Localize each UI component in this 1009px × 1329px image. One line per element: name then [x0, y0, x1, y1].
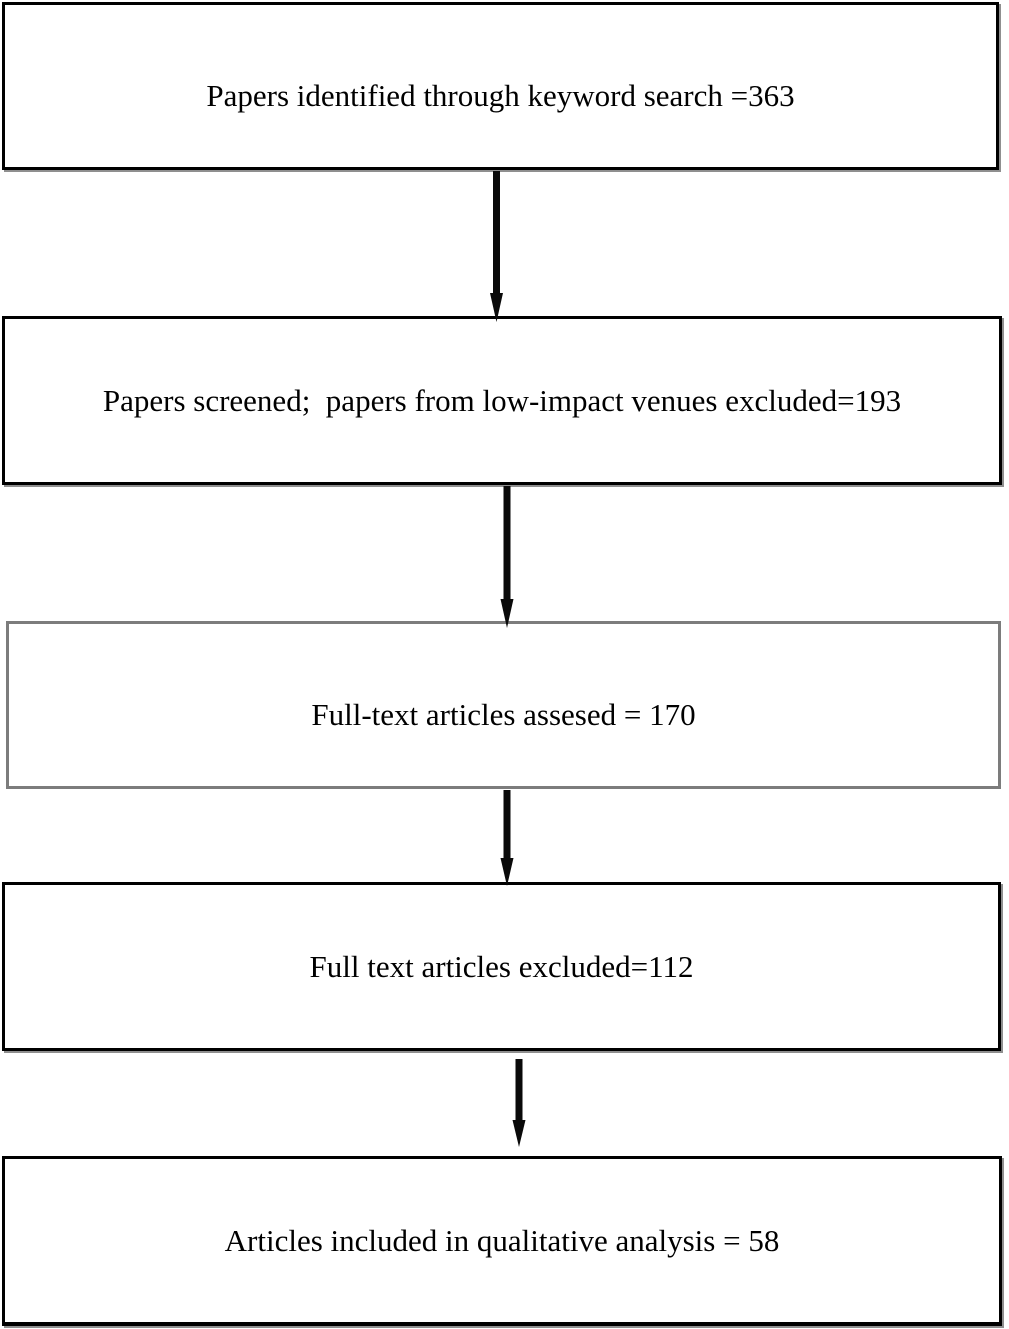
- down-arrow-icon: [500, 486, 514, 628]
- flow-box-identified-label: Papers identified through keyword search…: [206, 78, 795, 114]
- flow-box-included: Articles included in qualitative analysi…: [2, 1156, 1002, 1326]
- flow-box-assessed: Full-text articles assesed = 170: [6, 621, 1001, 789]
- flow-box-included-label: Articles included in qualitative analysi…: [224, 1222, 780, 1258]
- down-arrow-icon: [500, 790, 514, 886]
- flow-box-excluded: Full text articles excluded=112: [2, 882, 1001, 1051]
- flow-box-assessed-label: Full-text articles assesed = 170: [311, 697, 696, 733]
- down-arrow-icon: [490, 171, 503, 322]
- flow-box-screened: Papers screened; papers from low-impact …: [2, 316, 1002, 485]
- flow-box-identified: Papers identified through keyword search…: [2, 2, 999, 170]
- down-arrow-icon: [512, 1059, 526, 1147]
- flow-box-excluded-label: Full text articles excluded=112: [309, 948, 694, 984]
- flow-box-screened-label: Papers screened; papers from low-impact …: [102, 382, 902, 418]
